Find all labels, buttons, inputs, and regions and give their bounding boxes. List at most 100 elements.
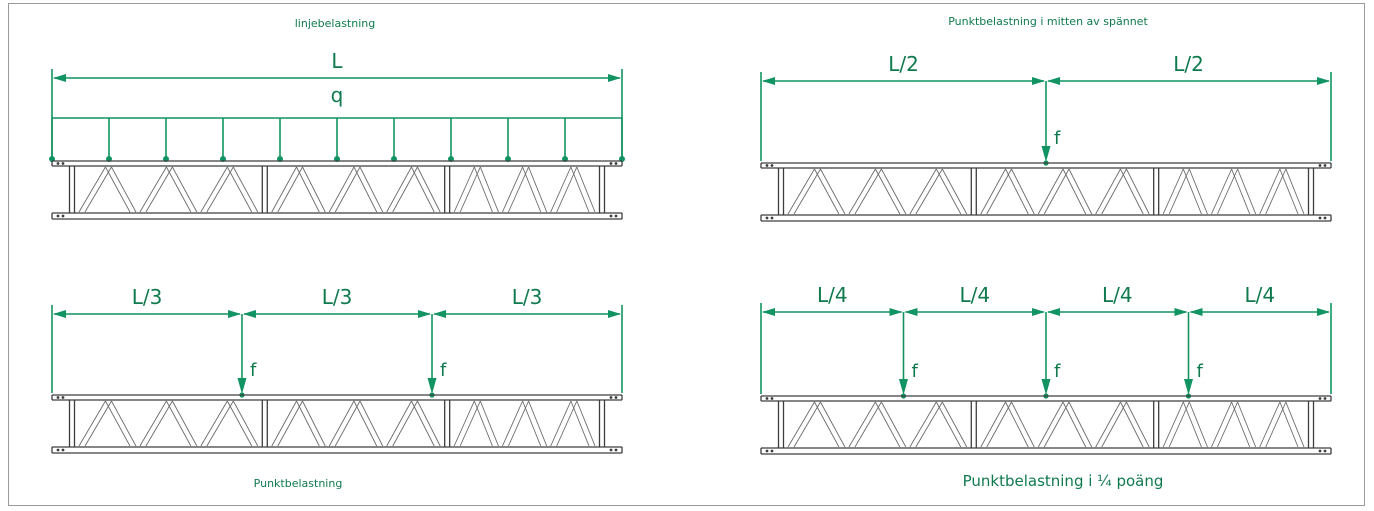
connector-pin bbox=[614, 396, 618, 399]
diagonal bbox=[570, 166, 590, 213]
connector-pin bbox=[609, 448, 613, 452]
diagonal bbox=[277, 400, 303, 447]
panel-title: linjebelastning bbox=[295, 17, 375, 30]
force-label: f bbox=[1054, 361, 1061, 382]
diagonal bbox=[271, 166, 297, 213]
diagonal bbox=[386, 166, 412, 213]
diagonal bbox=[479, 400, 499, 447]
connector-pin bbox=[770, 397, 774, 400]
diagonal bbox=[353, 166, 378, 213]
diagonal bbox=[528, 166, 548, 213]
diagonal bbox=[392, 166, 418, 213]
diagonal bbox=[417, 166, 441, 213]
connector-pin bbox=[770, 216, 774, 220]
diagonal bbox=[453, 400, 475, 447]
dimension-label: L bbox=[331, 49, 343, 73]
diagonal bbox=[1120, 401, 1144, 448]
connector-pin bbox=[1323, 164, 1327, 167]
diagonal bbox=[1011, 168, 1035, 215]
diagonal bbox=[1011, 401, 1035, 448]
diagonal bbox=[793, 168, 821, 215]
connector-pin bbox=[1323, 216, 1327, 220]
arrowhead bbox=[762, 77, 775, 85]
diagonal bbox=[1162, 168, 1184, 215]
diagonal bbox=[854, 401, 882, 448]
diagonal bbox=[171, 400, 198, 447]
dimension-label: L/3 bbox=[132, 285, 163, 309]
diagonal bbox=[550, 400, 572, 447]
diagonal bbox=[1211, 168, 1233, 215]
arrowhead bbox=[1317, 77, 1330, 85]
connector-pin bbox=[56, 396, 60, 399]
diagonal bbox=[226, 166, 253, 213]
arrowhead bbox=[1032, 77, 1045, 85]
diagonal bbox=[941, 168, 968, 215]
diagonal bbox=[1211, 401, 1233, 448]
diagonal bbox=[1005, 168, 1029, 215]
diagonal bbox=[78, 166, 106, 213]
diagonal bbox=[296, 400, 320, 447]
arrowhead bbox=[608, 310, 621, 318]
arrowhead bbox=[237, 378, 247, 394]
dimension-label: L/4 bbox=[1244, 283, 1275, 307]
diagonal bbox=[359, 400, 384, 447]
arrowhead bbox=[1174, 308, 1188, 316]
diagonal bbox=[206, 400, 234, 447]
arrowhead bbox=[1047, 77, 1060, 85]
diagonal bbox=[848, 168, 876, 215]
arrowhead bbox=[608, 74, 621, 82]
diagonal bbox=[1068, 168, 1093, 215]
diagonal bbox=[1285, 168, 1305, 215]
connector-pin bbox=[61, 162, 65, 165]
diagonal bbox=[787, 401, 815, 448]
diagonal bbox=[814, 168, 840, 215]
diagonal bbox=[1162, 401, 1184, 448]
connector-pin bbox=[56, 448, 60, 452]
force-label: f bbox=[912, 361, 919, 382]
dimension-label: L/4 bbox=[959, 283, 990, 307]
diagonal bbox=[411, 166, 435, 213]
diagonal bbox=[528, 400, 548, 447]
diagonal bbox=[874, 401, 901, 448]
diagonal bbox=[105, 400, 131, 447]
diagonal bbox=[1231, 168, 1251, 215]
connector-pin bbox=[765, 216, 769, 220]
diagonal bbox=[941, 401, 968, 448]
dimension-label: L/3 bbox=[512, 285, 543, 309]
diagonal bbox=[353, 400, 378, 447]
arrowhead bbox=[1047, 308, 1060, 316]
diagonal bbox=[1037, 168, 1064, 215]
diagonal bbox=[854, 168, 882, 215]
truss-girder bbox=[760, 162, 1332, 222]
diagonal bbox=[502, 166, 524, 213]
diagonal bbox=[386, 400, 412, 447]
connector-pin bbox=[770, 449, 774, 453]
diagonal bbox=[271, 400, 297, 447]
diagonal bbox=[1037, 401, 1064, 448]
diagonal bbox=[1237, 168, 1257, 215]
dimension-label: L/3 bbox=[322, 285, 353, 309]
diagonal bbox=[232, 400, 259, 447]
diagonal bbox=[84, 166, 112, 213]
diagonal bbox=[576, 400, 596, 447]
arrowhead bbox=[1184, 379, 1193, 395]
diagonal bbox=[909, 168, 937, 215]
diagonal bbox=[105, 166, 131, 213]
connector-pin bbox=[61, 448, 65, 452]
connector-pin bbox=[614, 214, 618, 218]
diagonal bbox=[145, 166, 173, 213]
diagonal bbox=[453, 166, 475, 213]
connector-pin bbox=[765, 164, 769, 167]
diagonal bbox=[874, 168, 901, 215]
diagonal bbox=[980, 168, 1006, 215]
diagonal bbox=[84, 400, 112, 447]
diagonal bbox=[1259, 168, 1281, 215]
diagonal bbox=[328, 400, 355, 447]
dimension-label: L/2 bbox=[888, 52, 919, 76]
diagonal bbox=[980, 401, 1006, 448]
diagonal bbox=[78, 400, 106, 447]
diagonal bbox=[522, 400, 542, 447]
force-label: f bbox=[1197, 361, 1204, 382]
